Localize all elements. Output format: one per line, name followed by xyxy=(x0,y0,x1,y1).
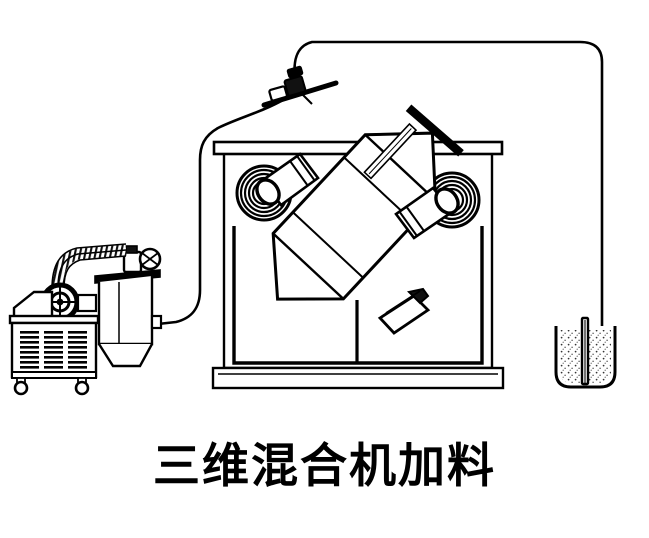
hopper-discharge-cone xyxy=(97,343,154,368)
bottom-discharge-valve xyxy=(377,287,431,335)
piping-group xyxy=(156,40,604,332)
right-shaft-ring-2 xyxy=(398,210,418,237)
feed-tube-to-hopper xyxy=(156,98,285,326)
vacuum-hopper xyxy=(94,269,163,368)
left-shaft-ring-1 xyxy=(289,160,309,187)
right-shaft-arm xyxy=(394,186,460,240)
caster-wheel-right xyxy=(74,380,90,396)
cabinet-sloped-top xyxy=(12,290,54,322)
left-shaft-collar xyxy=(255,178,281,206)
discharge-valve-body xyxy=(377,294,431,335)
discharge-valve-seam xyxy=(385,290,421,314)
feed-port-flange-bar xyxy=(261,80,339,108)
right-shaft-collar xyxy=(434,187,460,215)
cart-casters xyxy=(13,377,90,396)
louver-vent-panel xyxy=(20,331,87,369)
feed-port-valve-body xyxy=(283,75,307,97)
feed-port-nut xyxy=(286,65,304,79)
motor-head-body xyxy=(122,250,143,274)
discharge-valve-handle xyxy=(406,287,430,305)
vessel-lower-seam xyxy=(272,232,345,300)
overhead-arc-tube xyxy=(293,40,604,332)
cabinet-bottom-rail xyxy=(11,371,97,379)
motor-head xyxy=(122,245,162,274)
feed-port-side-stub xyxy=(268,85,288,102)
figure-caption: 三维混合机加料 xyxy=(153,439,496,494)
caster-wheel-left xyxy=(13,380,29,396)
motor-head-cap xyxy=(125,245,138,254)
sight-glass-centerline xyxy=(368,128,412,175)
frame-base-plinth xyxy=(211,366,505,390)
hopper-body xyxy=(97,276,154,346)
left-shaft-arm xyxy=(255,152,320,207)
motor-fan-spoke-2 xyxy=(141,252,159,266)
vessel-band-seam-lower xyxy=(292,211,364,279)
left-shaft-ring-2 xyxy=(296,155,316,182)
vacuum-feeder-cart xyxy=(8,243,163,396)
right-shaft-ring-1 xyxy=(405,205,425,232)
hose-outline xyxy=(57,249,127,289)
material-bucket xyxy=(554,316,617,389)
vessel-upper-seam xyxy=(364,133,437,202)
hopper-outlet-port xyxy=(150,314,163,330)
pulley-motor-block xyxy=(76,293,98,313)
feed-port-rib xyxy=(299,91,313,105)
vessel-top-flange-bar xyxy=(405,104,464,157)
top-feed-port-valve xyxy=(261,65,339,108)
